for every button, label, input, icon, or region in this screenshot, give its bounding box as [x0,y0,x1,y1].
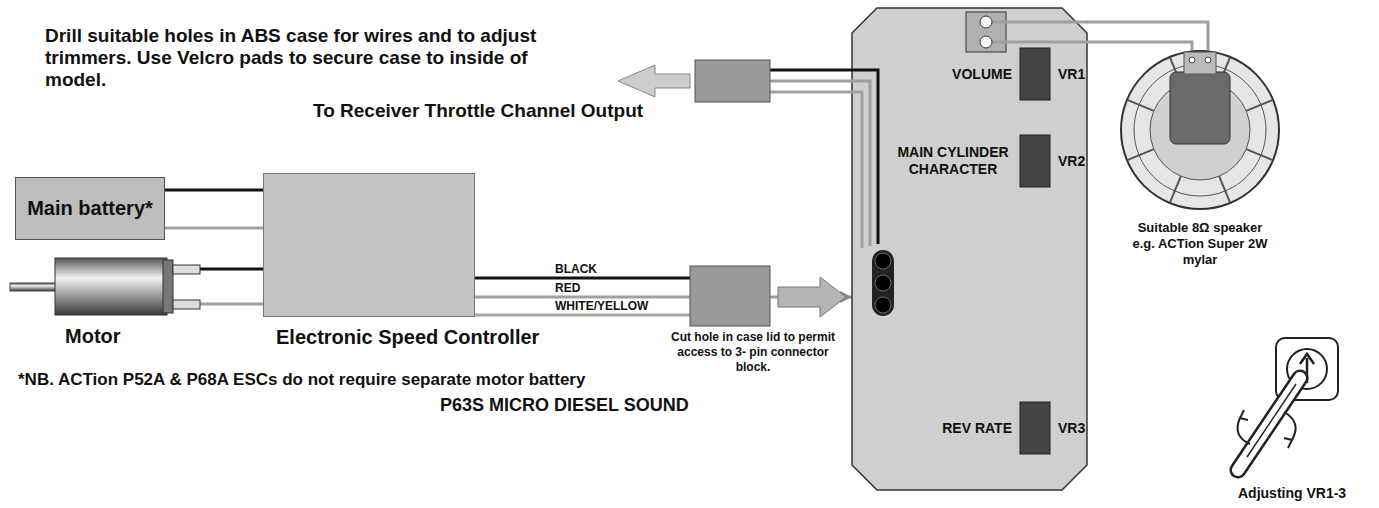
screwdriver-edge [1247,384,1296,457]
wire-colour: WHITE/YELLOW [553,299,650,313]
terminal-screw [980,16,992,28]
receiver-wire [770,81,870,246]
header-pin [875,253,891,269]
rotation-arrow [1284,438,1292,448]
node-label: Suitable 8Ω speaker e.g. ACTion Super 2W… [1125,220,1275,268]
wire-connector [1087,42,1192,50]
battery-box: Main battery* [15,177,165,240]
trimmer-id: VR3 [1058,420,1085,436]
trimmer-pot [1020,48,1050,100]
motor: Motor [55,258,200,315]
pin-header [872,250,894,316]
header-pin [875,297,891,313]
speaker-rim [1134,64,1266,196]
motor-figure [55,258,200,315]
node-label: Electronic Speed Controller [276,326,539,349]
node-label: Main battery* [27,197,153,220]
receiver-wire [770,92,862,248]
connection-label: To Receiver Throttle Channel Output [313,100,643,122]
receiver-plug [695,60,770,102]
motor-terminal [173,265,200,274]
wire-connector [1087,22,1208,50]
speaker-figure [1120,50,1280,210]
terminal-block [966,12,1006,52]
trimmer-function: REV RATE [900,420,1012,436]
speaker-magnet [1170,72,1230,144]
rotation-arrow [1238,418,1250,444]
speaker-frame [1121,51,1279,209]
speaker: Suitable 8Ω speaker e.g. ACTion Super 2W… [1120,50,1280,210]
instruction-note: Cut hole in case lid to permit access to… [668,330,838,375]
footnote: *NB. ACTion P52A & P68A ESCs do not requ… [18,370,585,390]
motor-terminal [173,300,200,309]
speaker-wire [992,21,1088,24]
wire-connector [200,303,263,306]
board-outline [852,8,1087,490]
trimmer-function: VOLUME [900,66,1012,82]
instruction-note: Drill suitable holes in ABS case for wir… [45,25,590,91]
motor-endcap [163,260,173,313]
trimmer-id: VR1 [1058,66,1085,82]
speed-controller-box: Electronic Speed Controller [263,173,475,317]
speaker-tag [1205,57,1211,63]
block-arrow [778,277,846,317]
white-wire [475,314,692,317]
wire-connector [165,227,263,230]
header-pin [875,275,891,291]
frame-spoke [1246,100,1272,111]
trimmer-function: MAIN CYLINDER CHARACTER [893,144,1013,178]
block-arrow [618,65,690,97]
motor-shaft [10,283,56,291]
frame-spoke [1128,100,1154,111]
rotation-arrow [1284,412,1296,440]
trimmer-id: VR2 [1058,153,1085,169]
black-wire [475,277,692,280]
wire-colour: RED [553,281,582,295]
illustration-caption: Adjusting VR1-3 [1238,485,1346,501]
wire-connector [200,268,263,271]
wire-colour: BLACK [553,262,599,276]
node-label: P63S MICRO DIESEL SOUND [440,395,689,416]
trimmer-pot [1020,402,1050,454]
trimmer-pot [1020,135,1050,187]
wire-connector [165,189,263,192]
frame-spoke [1219,176,1230,202]
frame-spoke [1170,176,1181,202]
speaker-wire [992,41,1088,44]
speaker-tag [1189,57,1195,63]
motor-body [55,258,167,315]
board-artwork [618,8,1088,490]
terminal-screw [980,36,992,48]
frame-spoke [1128,149,1154,160]
screwdriver-outline [1238,378,1300,470]
screwdriver-shaft [1238,378,1300,470]
frame-spoke [1246,149,1272,160]
speaker-terminals [1184,52,1216,74]
rotation-arrow [1240,410,1248,420]
node-label: Motor [65,325,121,348]
plug-connector [690,266,770,326]
